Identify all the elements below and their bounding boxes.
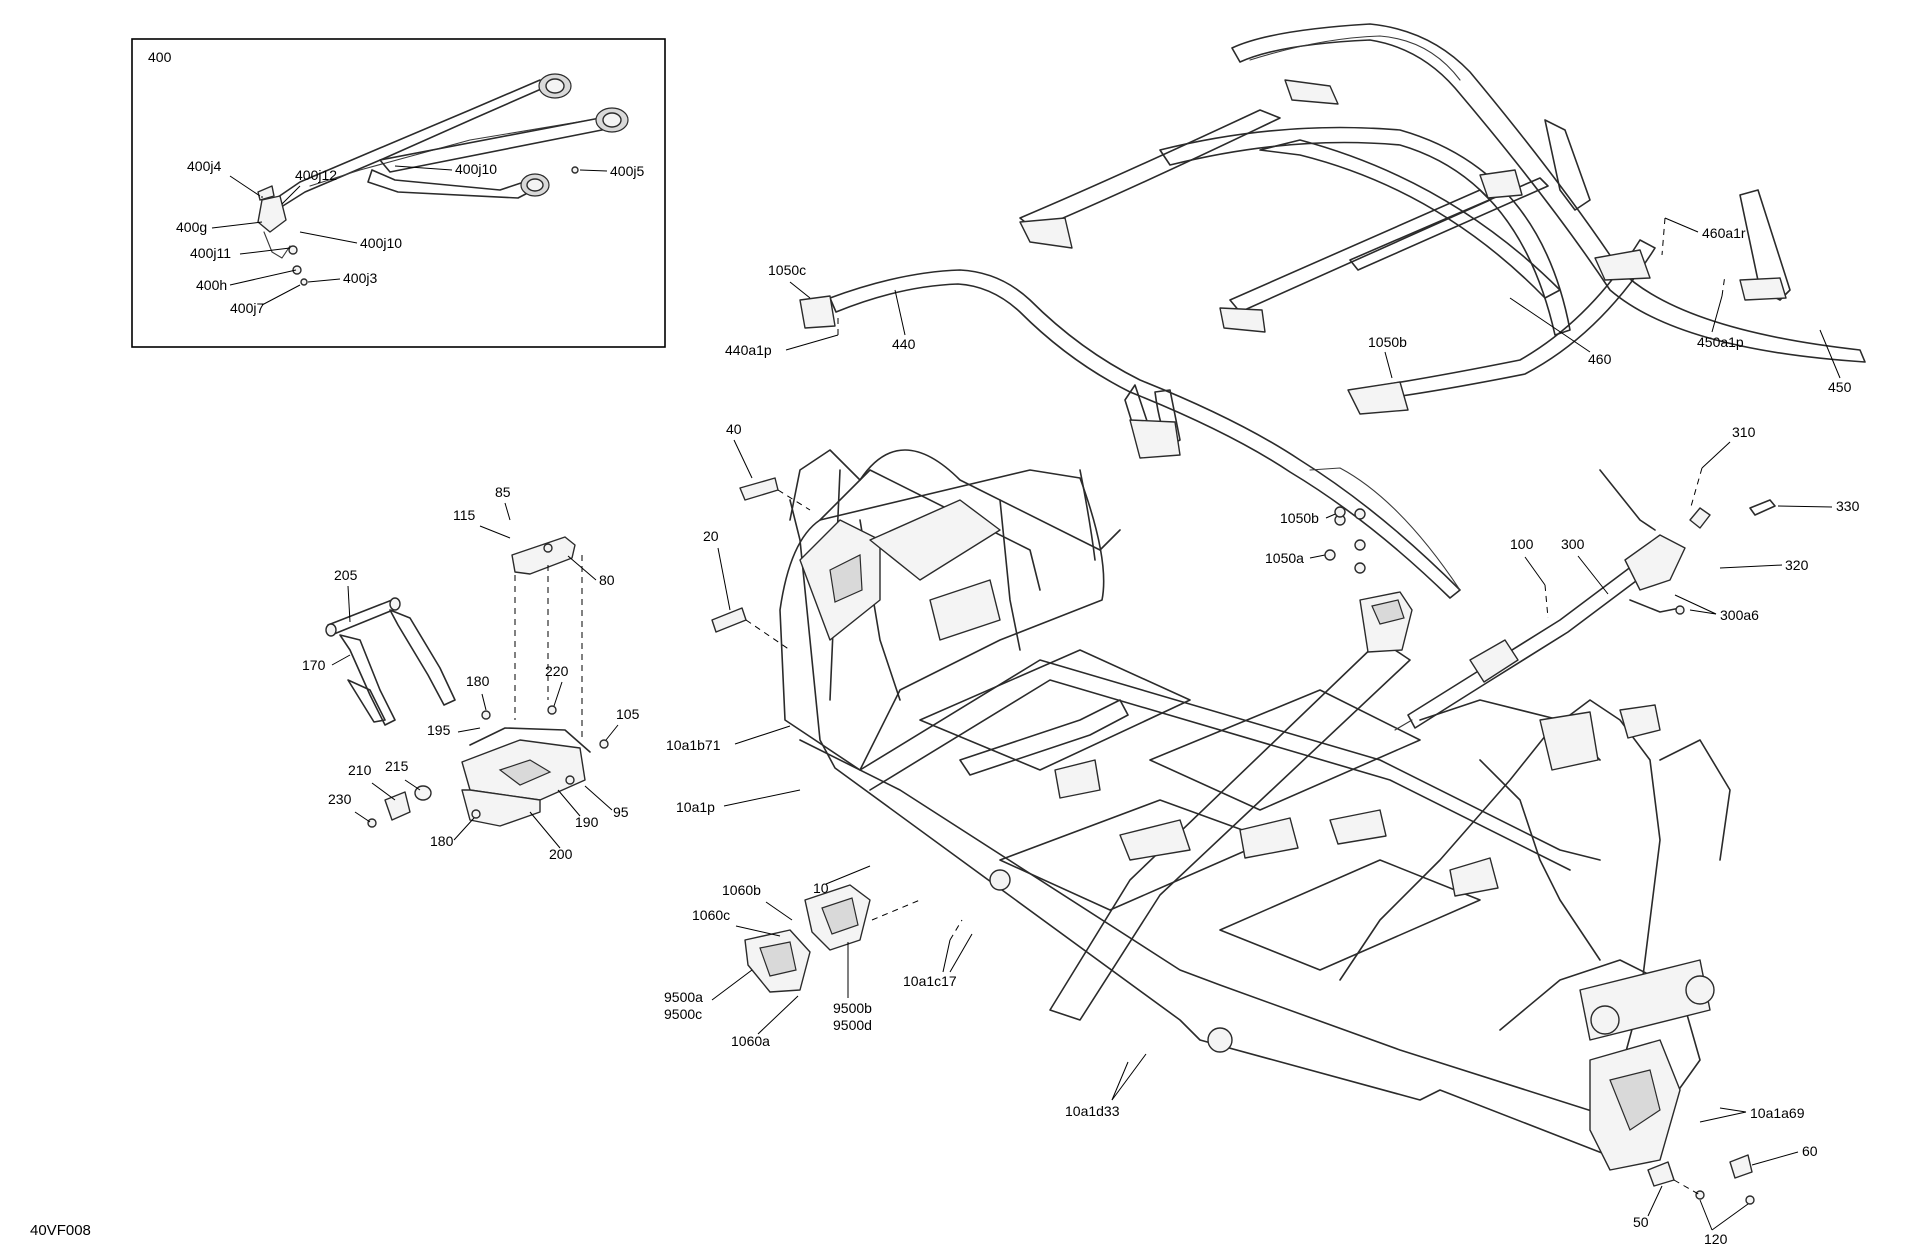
callout-1050a: 1050a	[1265, 550, 1304, 566]
callout-300a6: 300a6	[1720, 607, 1759, 623]
callout-450: 450	[1828, 379, 1852, 395]
callout-320: 320	[1785, 557, 1809, 573]
callout-400h: 400h	[196, 277, 227, 293]
steering-column-drawing	[1394, 469, 1776, 731]
callout-20: 20	[703, 528, 719, 544]
callout-440a1p: 440a1p	[725, 342, 772, 358]
callout-105: 105	[616, 706, 640, 722]
callout-1060b: 1060b	[722, 882, 761, 898]
callout-330: 330	[1836, 498, 1860, 514]
callout-9500b: 9500b	[833, 1000, 872, 1016]
callout-215: 215	[385, 758, 409, 774]
callout-450a1p: 450a1p	[1697, 334, 1744, 350]
callout-9500a: 9500a	[664, 989, 703, 1005]
seat-base-drawing	[325, 536, 609, 828]
callout-80: 80	[599, 572, 615, 588]
callout-310: 310	[1732, 424, 1756, 440]
inset-detail-400: 400 400j4 400j12	[131, 38, 666, 348]
inset-rollbar-drawing	[257, 73, 629, 286]
callout-1060a: 1060a	[731, 1033, 770, 1049]
inset-frame	[131, 38, 666, 348]
callout-10a1d33: 10a1d33	[1065, 1103, 1120, 1119]
callout-400g: 400g	[176, 219, 207, 235]
callout-115: 115	[453, 507, 476, 523]
callout-9500c: 9500c	[664, 1006, 702, 1022]
callout-100: 100	[1510, 536, 1534, 552]
callout-10a1c17: 10a1c17	[903, 973, 957, 989]
callout-210: 210	[348, 762, 372, 778]
callout-40: 40	[726, 421, 742, 437]
callout-190: 190	[575, 814, 599, 830]
callout-10a1a69: 10a1a69	[1750, 1105, 1805, 1121]
part-20-bracket	[711, 607, 747, 633]
callout-200: 200	[549, 846, 573, 862]
diagram-reference-code: 40VF008	[30, 1222, 91, 1239]
callout-400j12: 400j12	[295, 167, 337, 183]
callout-220: 220	[545, 663, 569, 679]
part-1050-fasteners	[1324, 506, 1366, 574]
callout-85: 85	[495, 484, 511, 500]
callout-1050b-roof: 1050b	[1368, 334, 1407, 350]
callout-95: 95	[613, 804, 629, 820]
roll-cage-drawing	[799, 23, 1866, 599]
callout-180-top: 180	[466, 673, 490, 689]
callout-400j5: 400j5	[610, 163, 644, 179]
callout-460: 460	[1588, 351, 1612, 367]
callout-205: 205	[334, 567, 358, 583]
callout-400j11: 400j11	[190, 245, 231, 261]
callout-180-bottom: 180	[430, 833, 454, 849]
inset-title: 400	[148, 49, 172, 65]
callout-195: 195	[427, 722, 451, 738]
callout-10a1b71: 10a1b71	[666, 737, 721, 753]
guard-plates-drawing	[744, 884, 871, 993]
callout-1060c: 1060c	[692, 907, 730, 923]
main-chassis-drawing	[779, 449, 1731, 1171]
callout-400j10-bottom: 400j10	[360, 235, 402, 251]
callout-460a1r: 460a1r	[1702, 225, 1746, 241]
callout-120: 120	[1704, 1231, 1728, 1245]
callout-10: 10	[813, 880, 829, 896]
callout-440: 440	[892, 336, 916, 352]
callout-10a1p: 10a1p	[676, 799, 715, 815]
callout-9500d: 9500d	[833, 1017, 872, 1033]
part-40-bracket	[739, 477, 779, 501]
callout-230: 230	[328, 791, 352, 807]
callout-300: 300	[1561, 536, 1585, 552]
callout-50: 50	[1633, 1214, 1649, 1230]
callout-1050b: 1050b	[1280, 510, 1319, 526]
callout-170: 170	[302, 657, 326, 673]
callout-400j10-top: 400j10	[455, 161, 497, 177]
callout-60: 60	[1802, 1143, 1818, 1159]
callout-1050c: 1050c	[768, 262, 806, 278]
callout-400j4: 400j4	[187, 158, 221, 174]
callout-400j3: 400j3	[343, 270, 377, 286]
front-hardware-drawing	[1647, 1154, 1755, 1205]
callout-400j7: 400j7	[230, 300, 264, 316]
